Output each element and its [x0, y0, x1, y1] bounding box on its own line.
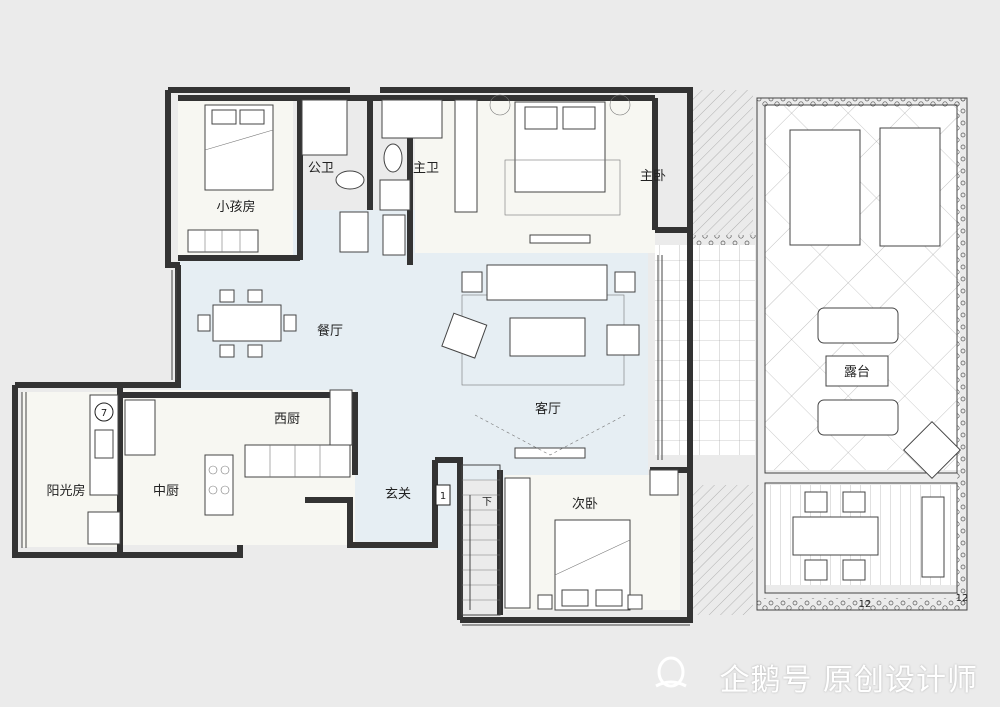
watermark-text: 企鹅号 原创设计师 — [719, 663, 978, 698]
label-master-bedroom: 主卧 — [640, 169, 666, 184]
windows — [21, 255, 690, 626]
dining-table — [197, 289, 297, 358]
second-bed — [504, 469, 679, 611]
bath-fixtures — [301, 99, 443, 256]
markers: 7 1 下 12 12 — [94, 402, 969, 610]
label-terrace: 露台 — [844, 365, 870, 380]
label-master-bath: 主卫 — [413, 161, 439, 176]
label-kids-room: 小孩房 — [216, 199, 255, 215]
label-western-kitchen: 西厨 — [274, 412, 300, 427]
terrace-planting — [693, 97, 968, 611]
living-furniture — [441, 264, 640, 459]
room-labels: 小孩房 公卫 主卫 主卧 餐厅 客厅 西厨 中厨 阳光房 玄关 次卧 露台 — [46, 161, 870, 512]
marker-sunroom: 7 — [101, 408, 107, 419]
terrace-furniture — [789, 127, 961, 581]
label-public-bath: 公卫 — [308, 161, 334, 176]
label-entry: 玄关 — [385, 487, 411, 502]
marker-entry: 1 — [440, 491, 446, 502]
stairs — [461, 464, 501, 616]
label-second-bedroom: 次卧 — [572, 496, 598, 512]
penguin-logo-icon — [655, 656, 687, 688]
terrace-dim-2: 12 — [956, 593, 969, 604]
label-sunroom: 阳光房 — [46, 483, 85, 499]
kitchen-counters — [124, 389, 353, 516]
label-living: 客厅 — [535, 401, 561, 417]
master-bed — [454, 94, 631, 244]
terrace-dim-1: 12 — [859, 599, 872, 610]
kids-bed — [187, 104, 274, 253]
label-dining: 餐厅 — [317, 323, 343, 339]
stair-down-label: 下 — [482, 497, 492, 508]
label-chinese-kitchen: 中厨 — [153, 484, 179, 499]
